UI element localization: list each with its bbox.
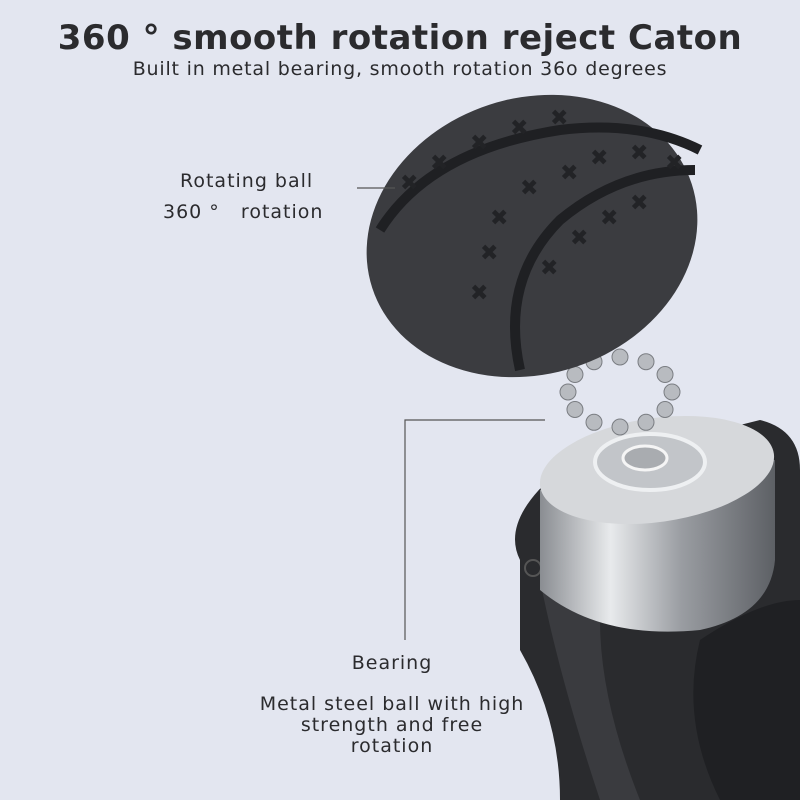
- steel-ball: [637, 413, 655, 431]
- steel-ball: [611, 418, 629, 436]
- stitch-cross-icon: ✖: [600, 206, 618, 231]
- steel-ball: [611, 348, 629, 366]
- stitch-cross-icon: ✖: [560, 161, 578, 186]
- rotating-ball: ✖ ✖ ✖ ✖ ✖ ✖ ✖ ✖ ✖ ✖ ✖ ✖ ✖ ✖ ✖ ✖ ✖: [366, 94, 703, 378]
- steel-ball: [637, 353, 655, 371]
- steel-ball: [656, 366, 674, 383]
- stitch-cross-icon: ✖: [520, 176, 538, 201]
- stitch-cross-icon: ✖: [630, 141, 648, 166]
- bearing-desc-line: Metal steel ball with high: [259, 693, 525, 715]
- bearing-desc-line: rotation: [350, 735, 434, 757]
- bearing-label: Bearing: [351, 652, 433, 674]
- stitch-cross-icon: ✖: [510, 116, 528, 141]
- stitch-cross-icon: ✖: [550, 106, 568, 131]
- stitch-cross-icon: ✖: [480, 241, 498, 266]
- steel-ball: [566, 401, 584, 418]
- stitch-cross-icon: ✖: [470, 281, 488, 306]
- stitch-cross-icon: ✖: [490, 206, 508, 231]
- page-subtitle: Built in metal bearing, smooth rotation …: [132, 58, 668, 80]
- steel-ball: [663, 383, 681, 401]
- ball-label: Rotating ball: [180, 170, 314, 192]
- steel-ball: [559, 383, 577, 401]
- page-title: 360 ° smooth rotation reject Caton: [57, 18, 743, 58]
- bearing-description: Metal steel ball with high strength and …: [192, 694, 592, 757]
- stitch-cross-icon: ✖: [470, 131, 488, 156]
- bearing-leader-line: [404, 419, 545, 640]
- stitch-cross-icon: ✖: [540, 256, 558, 281]
- stitch-cross-icon: ✖: [590, 146, 608, 171]
- steel-ball: [585, 413, 603, 431]
- stitch-cross-icon: ✖: [400, 171, 418, 196]
- stitch-cross-icon: ✖: [430, 151, 448, 176]
- ball-rotation-label: 360 ° rotation: [163, 201, 324, 223]
- bearing-desc-line: strength and free: [300, 714, 484, 736]
- stitch-cross-icon: ✖: [630, 191, 648, 216]
- bearing-cylinder: [539, 415, 775, 632]
- stitch-cross-icon: ✖: [665, 151, 683, 176]
- stitch-cross-icon: ✖: [570, 226, 588, 251]
- steel-ball: [566, 366, 584, 383]
- steel-ball: [656, 401, 674, 418]
- steel-balls-ring: [559, 348, 681, 436]
